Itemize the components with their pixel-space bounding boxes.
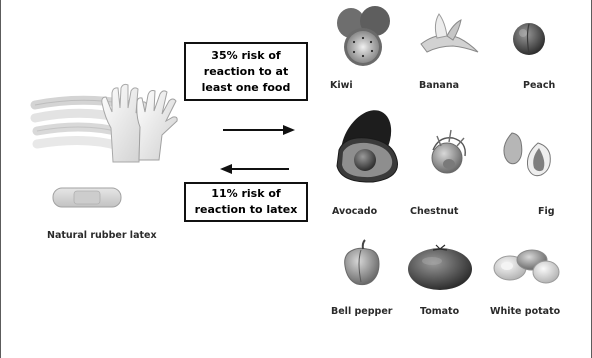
peach-icon	[513, 23, 545, 55]
forward-arrow	[223, 125, 295, 135]
reverse-arrow	[220, 164, 289, 174]
tomato-icon	[408, 245, 472, 290]
white-potato-icon	[494, 250, 559, 283]
food-label-fig: Fig	[538, 206, 555, 217]
food-label-tomato: Tomato	[420, 306, 459, 317]
food-label-bell-pepper: Bell pepper	[331, 306, 392, 317]
kiwi-icon	[337, 6, 390, 66]
fig-icon	[504, 133, 550, 176]
food-risk-line-1: 35% risk of	[211, 48, 280, 64]
food-risk-box: 35% risk of reaction to at least one foo…	[184, 42, 308, 101]
food-label-kiwi: Kiwi	[330, 80, 353, 91]
food-risk-line-3: least one food	[202, 80, 291, 96]
bell-pepper-icon	[345, 240, 379, 285]
banana-icon	[421, 14, 478, 52]
latex-bandage-icon	[53, 188, 121, 207]
avocado-icon	[331, 102, 402, 183]
food-label-white-potato: White potato	[490, 306, 560, 317]
latex-risk-line-2: reaction to latex	[195, 202, 298, 218]
food-label-banana: Banana	[419, 80, 459, 91]
latex-risk-line-1: 11% risk of	[211, 186, 280, 202]
latex-risk-box: 11% risk of reaction to latex	[184, 182, 308, 222]
food-label-avocado: Avocado	[332, 206, 377, 217]
food-risk-line-2: reaction to at	[204, 64, 288, 80]
allergen-label: Natural rubber latex	[47, 230, 157, 241]
chestnut-icon	[432, 130, 465, 173]
latex-gloves-icon	[102, 84, 177, 162]
food-label-peach: Peach	[523, 80, 555, 91]
food-label-chestnut: Chestnut	[410, 206, 458, 217]
